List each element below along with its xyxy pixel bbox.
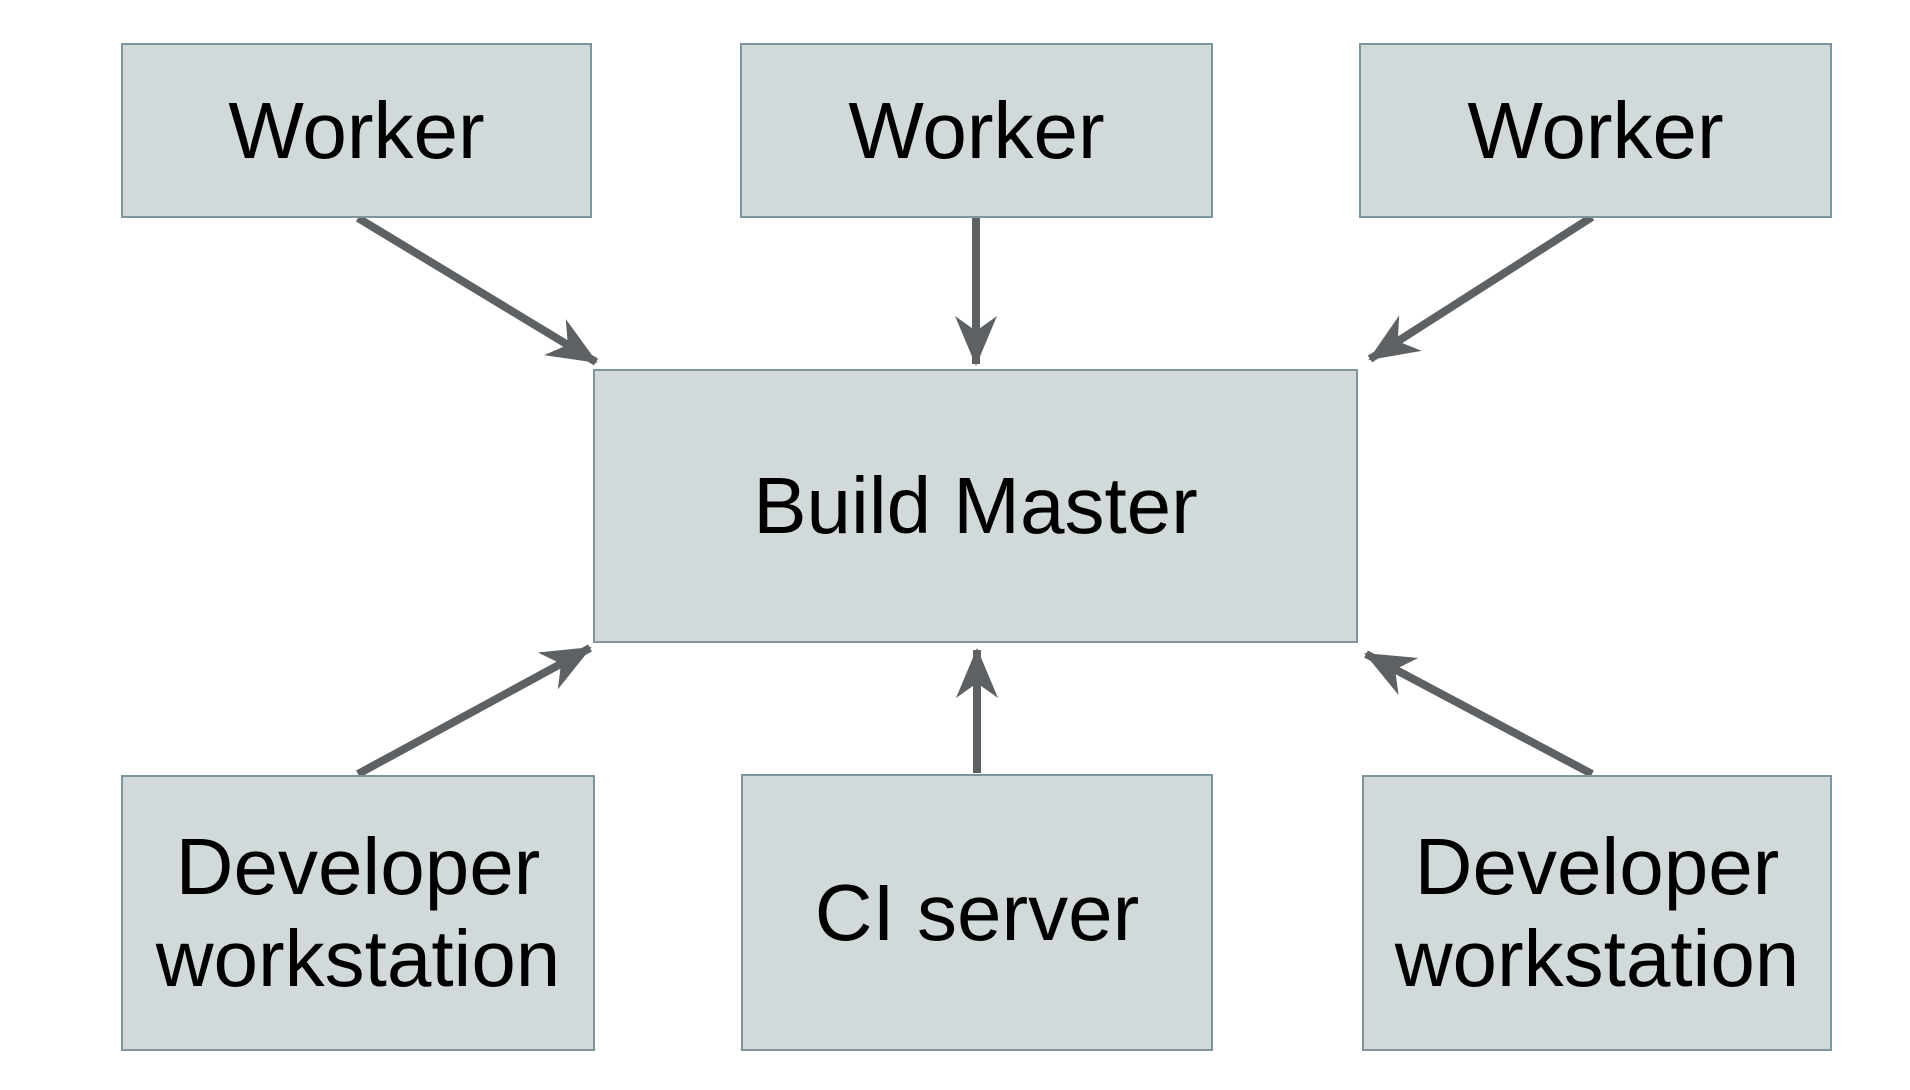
arrow-devworkstation1-to-buildmaster xyxy=(356,644,592,778)
node-developer-workstation-2: Developer workstation xyxy=(1362,775,1832,1051)
node-worker-2: Worker xyxy=(740,43,1213,218)
arrow-worker3-to-buildmaster xyxy=(1367,213,1595,363)
node-build-master-label: Build Master xyxy=(753,461,1198,550)
node-developer-workstation-2-label: Developer workstation xyxy=(1394,822,1800,1003)
node-worker-3-label: Worker xyxy=(1467,85,1724,175)
node-ci-server: CI server xyxy=(741,774,1213,1051)
node-worker-1-label: Worker xyxy=(228,85,485,175)
node-developer-workstation-1: Developer workstation xyxy=(121,775,595,1051)
node-ci-server-label: CI server xyxy=(814,867,1140,957)
node-worker-2-label: Worker xyxy=(848,85,1105,175)
arrow-devworkstation2-to-buildmaster xyxy=(1364,650,1594,778)
arrow-worker1-to-buildmaster xyxy=(355,214,599,366)
node-build-master: Build Master xyxy=(593,369,1358,643)
node-worker-3: Worker xyxy=(1359,43,1832,218)
node-developer-workstation-1-label: Developer workstation xyxy=(155,822,561,1003)
node-worker-1: Worker xyxy=(121,43,592,218)
